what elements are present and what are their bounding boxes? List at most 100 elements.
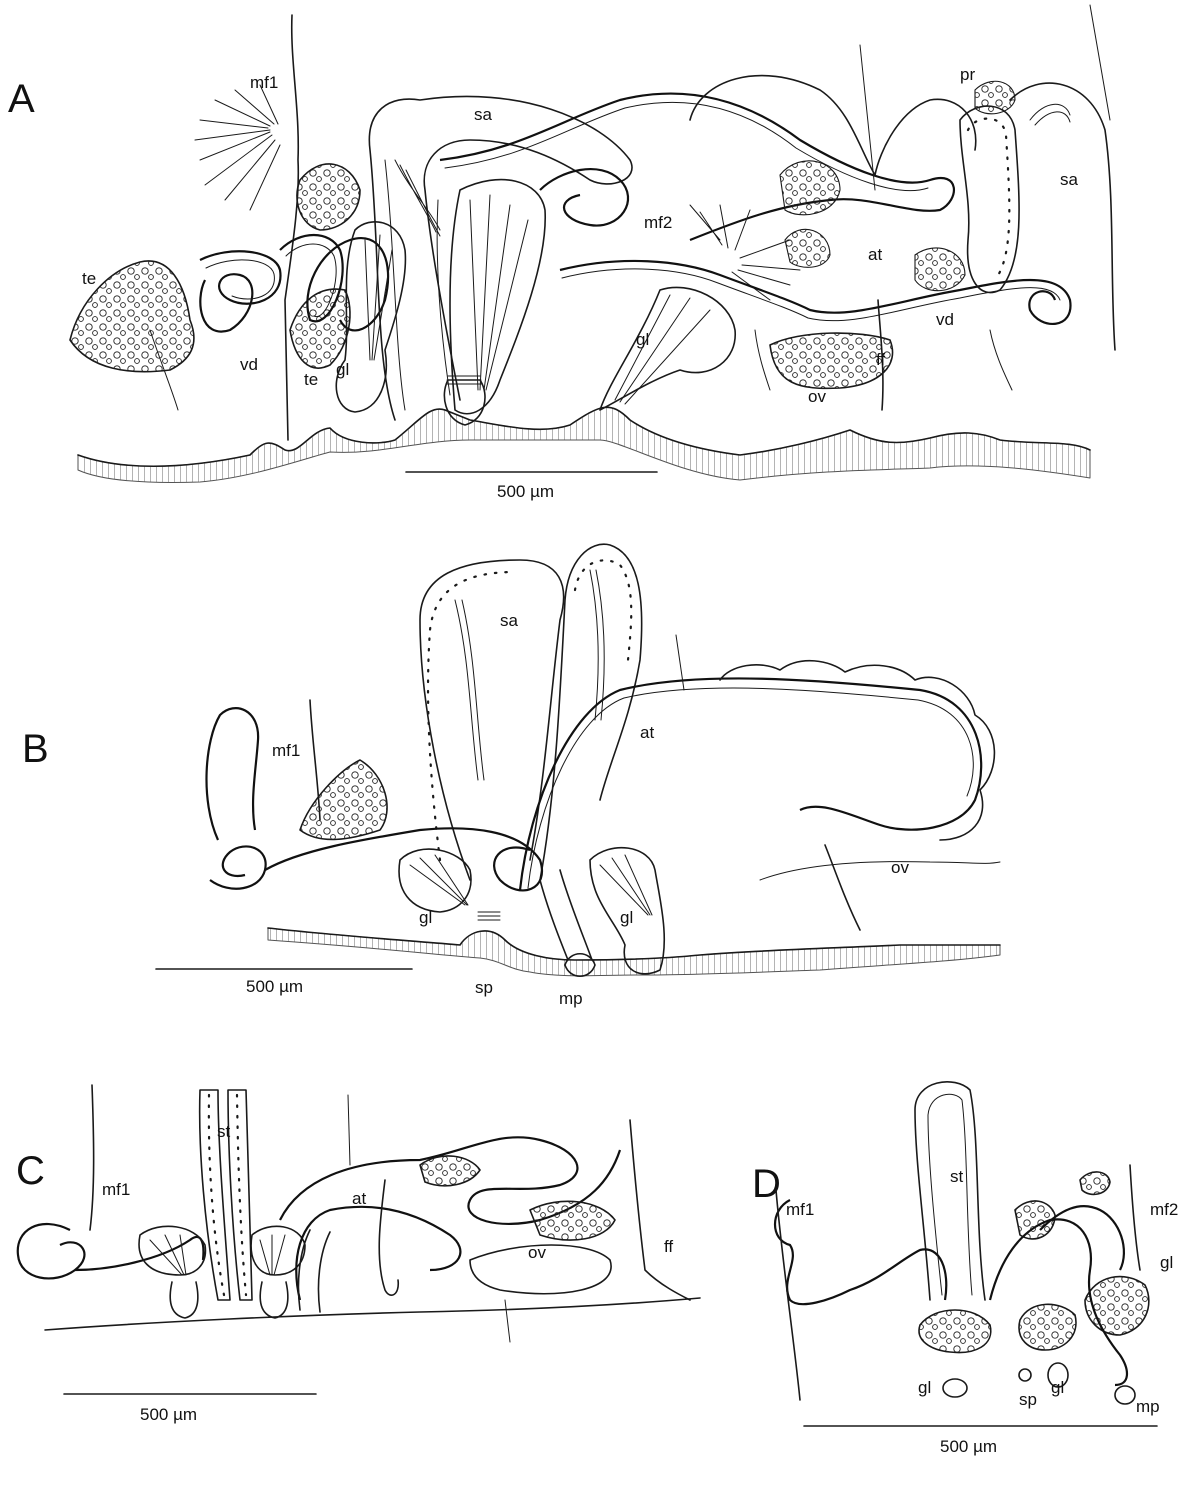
b-antrum-tall-right (540, 544, 642, 880)
a-gland-mid-ducts (615, 295, 710, 404)
b-label-ov: ov (891, 858, 909, 877)
b-sperm-bundle (455, 570, 604, 780)
c-bulb-right (260, 1282, 288, 1318)
a-ovary (770, 333, 893, 388)
c-label-st: st (217, 1122, 231, 1141)
d-label-sp: sp (1019, 1390, 1037, 1409)
a-label-vd-left: vd (240, 355, 258, 374)
a-label-mf1: mf1 (250, 73, 278, 92)
b-label-at: at (640, 723, 654, 742)
d-label-mp: mp (1136, 1397, 1160, 1416)
d-label-gl-mid: gl (1051, 1378, 1064, 1397)
a-prostate-tube-nuclei (968, 119, 1009, 280)
a-label-at: at (868, 245, 882, 264)
c-stylet (379, 1180, 398, 1295)
a-mf1-bristles (195, 85, 280, 210)
b-antrum-tall-right-nuclei (575, 560, 631, 660)
a-gland-cluster-1 (780, 161, 840, 215)
b-sphincter-b (478, 912, 500, 920)
b-label-mp: mp (559, 989, 583, 1008)
a-loop-right (690, 76, 976, 175)
a-gland-mid (600, 287, 735, 410)
b-grape-glands (720, 661, 994, 840)
d-mf1-duct (776, 1190, 800, 1400)
a-vd-lower (540, 169, 628, 225)
a-antrum-right (1010, 83, 1115, 350)
a-antrum-left (369, 96, 632, 420)
a-stylet-3 (755, 330, 770, 390)
c-label-mf1: mf1 (102, 1180, 130, 1199)
c-atrium-tangle-2 (296, 1207, 460, 1300)
panel-b-letter: B (22, 727, 49, 771)
c-ff (630, 1120, 690, 1300)
d-gland-top (1080, 1172, 1110, 1194)
d-mf2-duct (1130, 1165, 1140, 1270)
a-label-ov: ov (808, 387, 826, 406)
b-testis (300, 760, 387, 839)
panel-c: C st mf1 at ov ff (16, 1085, 700, 1424)
d-gland-right (1085, 1277, 1149, 1335)
d-gland-pore-left (943, 1379, 967, 1397)
c-label-ov: ov (528, 1243, 546, 1262)
a-label-gl-mid: gl (636, 330, 649, 349)
d-label-st: st (950, 1167, 964, 1186)
a-central-gland-ducts (470, 195, 528, 390)
b-label-mf1: mf1 (272, 741, 300, 760)
a-stylet-2 (990, 330, 1012, 390)
d-label-mf1: mf1 (786, 1200, 814, 1219)
b-ovary (760, 862, 1000, 880)
a-gland-cluster-3 (915, 248, 965, 291)
a-dorsal-line-2 (1090, 5, 1110, 120)
a-vas-deferens-right-inner (562, 269, 1060, 321)
c-gland-cells (420, 1156, 480, 1186)
a-gland-left (336, 222, 405, 412)
d-gland-left (919, 1310, 991, 1353)
d-sp-pore (1019, 1369, 1031, 1381)
panel-b: B sa at (22, 544, 1000, 1008)
a-gland-cluster-2 (785, 229, 830, 267)
c-label-ff: ff (664, 1237, 673, 1256)
b-label-gl-left: gl (419, 908, 432, 927)
a-label-sa-right: sa (1060, 170, 1079, 189)
a-label-gl-left: gl (336, 360, 349, 379)
c-gland-left-ducts (150, 1235, 186, 1275)
a-label-te-left: te (82, 269, 96, 288)
d-stylet-tube-inner (928, 1094, 972, 1295)
d-label-gl-left: gl (918, 1378, 931, 1397)
b-gland-left-ducts (410, 855, 468, 905)
b-mf1-loop (206, 708, 258, 840)
b-atrium-loop (520, 678, 981, 890)
b-gland-left (399, 849, 471, 912)
c-scale-label: 500 µm (140, 1405, 197, 1424)
b-male-duct (540, 870, 592, 960)
a-label-ff: ff (876, 350, 885, 369)
c-male-tube (298, 1230, 330, 1312)
c-dorsal-line (348, 1095, 350, 1165)
b-vas-deferens (210, 828, 542, 890)
a-scale-label: 500 µm (497, 482, 554, 501)
b-label-sp: sp (475, 978, 493, 997)
a-label-mf2: mf2 (644, 213, 672, 232)
c-gland-right-ducts (260, 1235, 285, 1275)
a-label-sa-left: sa (474, 105, 493, 124)
b-scale-label: 500 µm (246, 977, 303, 996)
c-ventral-line (505, 1300, 510, 1342)
a-spermatozoa (395, 160, 440, 236)
d-stylet-tube (915, 1082, 985, 1300)
b-label-gl-right: gl (620, 908, 633, 927)
a-gland-cluster-4 (975, 81, 1015, 114)
a-testis-upper (297, 164, 360, 230)
d-label-gl-right: gl (1160, 1253, 1173, 1272)
d-scale-label: 500 µm (940, 1437, 997, 1456)
a-label-pr: pr (960, 65, 975, 84)
a-dorsal-line-1 (860, 45, 875, 190)
d-label-mf2: mf2 (1150, 1200, 1178, 1219)
c-mf1-duct (90, 1085, 94, 1230)
panel-d: D st mf1 mf2 gl gl gl sp mp 500 µm (752, 1082, 1178, 1456)
c-mf1-coil (18, 1224, 204, 1278)
a-mf1-duct (285, 15, 298, 440)
b-gland-right-ducts (600, 855, 652, 915)
panel-c-letter: C (16, 1149, 45, 1193)
